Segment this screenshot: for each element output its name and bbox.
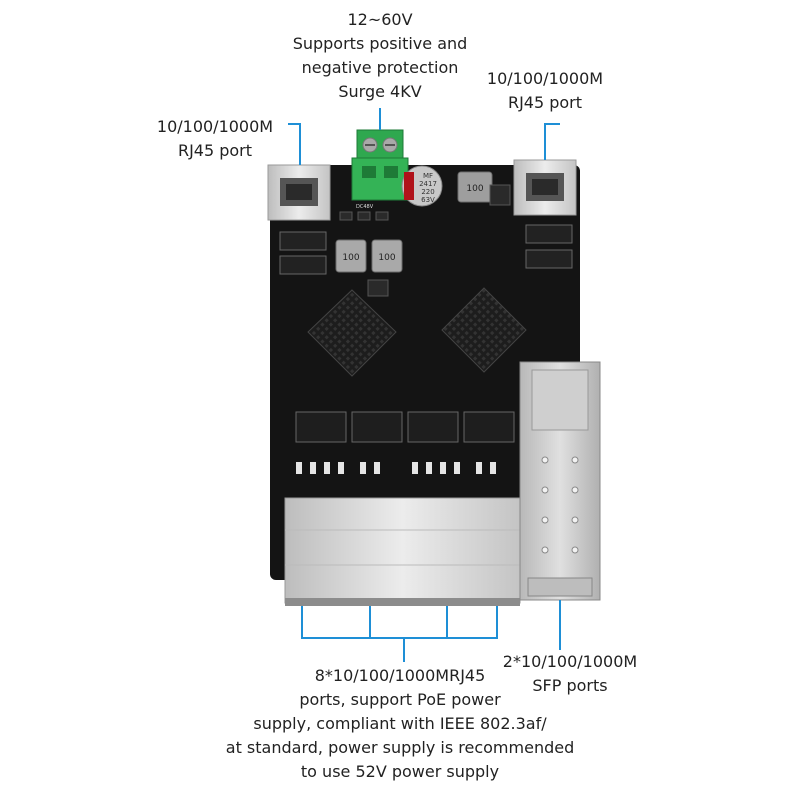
inductor-top-mark: 100 bbox=[466, 184, 483, 194]
callout-poe-line: ports, support PoE power bbox=[299, 690, 501, 709]
power-terminal-block bbox=[351, 129, 409, 201]
led-row bbox=[296, 462, 496, 474]
inductor-left-mark: 100 bbox=[342, 253, 359, 263]
sfp-cage bbox=[519, 361, 601, 601]
cap-mark-4: 63V bbox=[421, 196, 435, 204]
inductor-right-mark: 100 bbox=[378, 253, 395, 263]
callout-rj45-right: 10/100/1000M RJ45 port bbox=[470, 67, 620, 115]
phy-chip-left bbox=[279, 231, 327, 275]
callout-poe-ports: 8*10/100/1000MRJ45 ports, support PoE po… bbox=[190, 664, 610, 784]
callout-line-rj45-left bbox=[288, 123, 301, 165]
inductor-right: 100 bbox=[371, 239, 403, 273]
cap-mark-2: 2417 bbox=[419, 180, 437, 188]
dc-silkscreen-label: DC48V bbox=[356, 204, 374, 210]
inductor-left: 100 bbox=[335, 239, 367, 273]
heatsink-left bbox=[307, 289, 397, 377]
rj45-8port-block bbox=[284, 497, 521, 606]
callout-poe-line: to use 52V power supply bbox=[300, 762, 500, 781]
callout-sfp-ports: 2*10/100/1000M SFP ports bbox=[495, 650, 645, 698]
heatsink-right bbox=[441, 287, 527, 373]
electrolytic-capacitor: MF 2417 220 63V bbox=[401, 165, 443, 207]
callout-poe-line: 8*10/100/1000MRJ45 bbox=[314, 666, 486, 685]
callout-rj45-right-line: 10/100/1000M bbox=[486, 69, 604, 88]
inductor-top: 100 bbox=[457, 171, 493, 203]
callout-lines bbox=[288, 108, 561, 662]
callout-sfp-line: 2*10/100/1000M bbox=[502, 652, 638, 671]
callout-rj45-right-line: RJ45 port bbox=[507, 93, 583, 112]
phy-chip-right bbox=[525, 224, 573, 269]
magnetics-row bbox=[295, 411, 515, 443]
callout-power-line: Surge 4KV bbox=[338, 82, 422, 101]
callout-line-poe-bracket bbox=[301, 606, 498, 639]
callout-power: 12~60V Supports positive and negative pr… bbox=[265, 8, 495, 104]
callout-power-line: 12~60V bbox=[347, 10, 413, 29]
cap-mark-3: 220 bbox=[421, 188, 434, 196]
callout-rj45-left-line: 10/100/1000M bbox=[156, 117, 274, 136]
callout-poe-line: supply, compliant with IEEE 802.3af/ bbox=[253, 714, 547, 733]
callout-rj45-left-line: RJ45 port bbox=[177, 141, 253, 160]
callout-line-rj45-right bbox=[544, 123, 560, 160]
smd-components bbox=[339, 184, 511, 297]
cap-mark-1: MF bbox=[423, 172, 433, 180]
rj45-jack-right bbox=[513, 159, 577, 216]
callout-power-line: negative protection bbox=[301, 58, 459, 77]
callout-poe-line: at standard, power supply is recommended bbox=[225, 738, 575, 757]
callout-sfp-line: SFP ports bbox=[532, 676, 608, 695]
callout-power-line: Supports positive and bbox=[292, 34, 468, 53]
callout-rj45-left: 10/100/1000M RJ45 port bbox=[140, 115, 290, 163]
rj45-jack-left bbox=[267, 164, 331, 221]
